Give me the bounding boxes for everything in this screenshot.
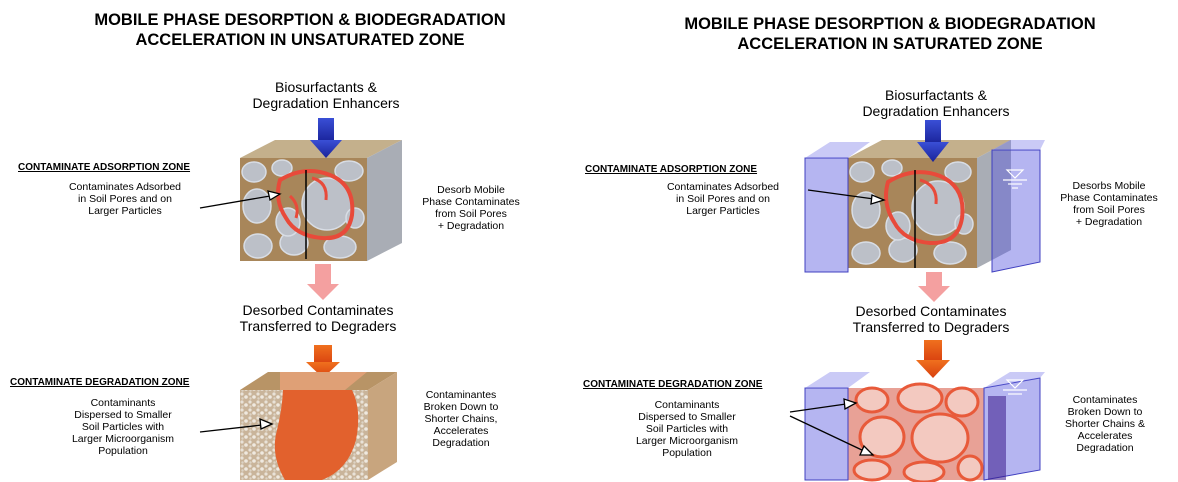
left-title: MOBILE PHASE DESORPTION & BIODEGRADATION… [94,11,506,49]
right-desorb-text: Desorbs Mobile Phase Contaminates from S… [1060,180,1158,228]
left-degradation-zone-label: CONTAMINATE DEGRADATION ZONE [10,377,190,388]
right-degradation-zone-label: CONTAMINATE DEGRADATION ZONE [583,379,763,390]
right-enhancer-label: Biosurfactants & Degradation Enhancers [862,87,1010,119]
right-transfer-label: Desorbed Contaminates Transferred to Deg… [852,303,1010,335]
left-degrader-arrow [306,345,340,378]
right-title: MOBILE PHASE DESORPTION & BIODEGRADATION… [684,15,1096,53]
left-pointer-arrows [199,190,282,433]
right-adsorption-block [804,140,1045,273]
left-enhancer-arrow [310,118,342,158]
left-desorb-text: Desorb Mobile Phase Contaminates from So… [422,184,520,232]
right-degrader-arrow [916,340,950,378]
right-adsorption-zone-label: CONTAMINATE ADSORPTION ZONE [585,164,758,175]
right-dispersed-text: Contaminants Dispersed to Smaller Soil P… [635,399,739,459]
left-transfer-arrow [307,264,339,300]
right-pointer-arrows [789,189,886,456]
left-enhancer-label: Biosurfactants & Degradation Enhancers [252,79,400,111]
left-transfer-label: Desorbed Contaminates Transferred to Deg… [239,302,397,334]
left-adsorbed-text: Contaminates Adsorbed in Soil Pores and … [68,181,182,217]
right-enhancer-arrow [917,120,949,162]
left-adsorption-block [240,140,402,261]
left-degradation-block [240,372,397,480]
left-broken-text: Contaminantes Broken Down to Shorter Cha… [423,389,499,449]
right-broken-text: Contaminates Broken Down to Shorter Chai… [1065,394,1145,454]
right-transfer-arrow [918,272,950,302]
right-adsorbed-text: Contaminates Adsorbed in Soil Pores and … [666,181,780,217]
left-adsorption-zone-label: CONTAMINATE ADSORPTION ZONE [18,162,191,173]
left-dispersed-text: Contaminants Dispersed to Smaller Soil P… [71,397,175,457]
right-degradation-block [804,372,1045,482]
